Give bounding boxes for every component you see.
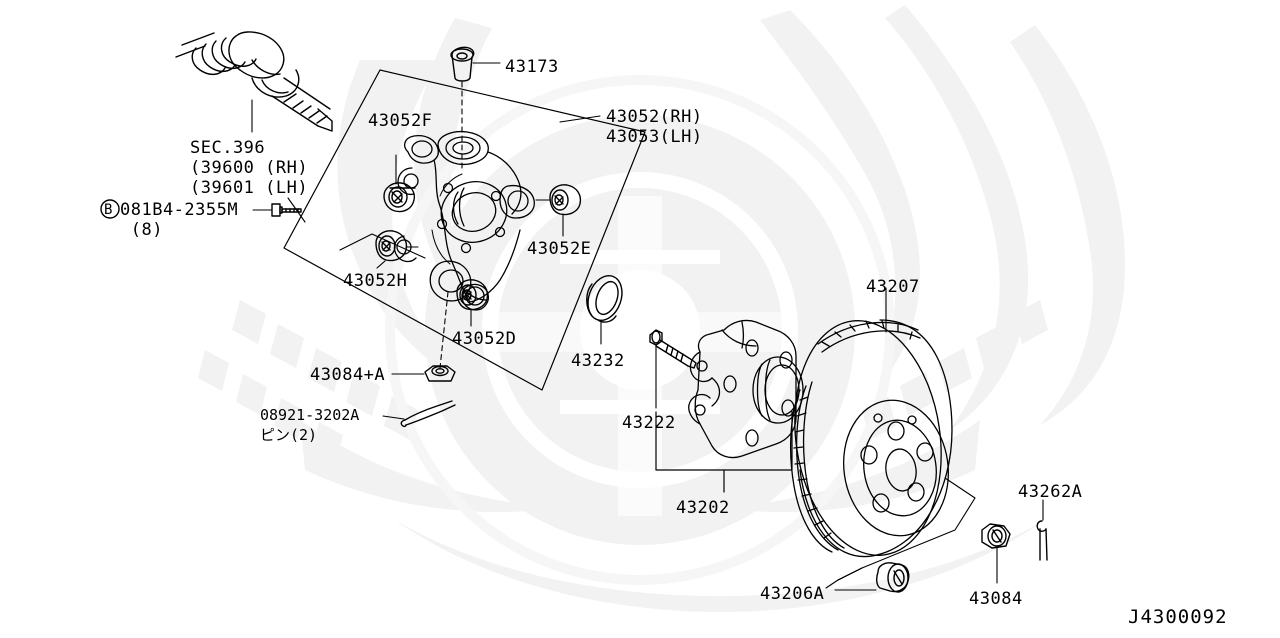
drive-shaft-art xyxy=(175,31,333,133)
label-43052h: 43052H xyxy=(343,271,408,291)
badge-b-letter xyxy=(56,200,67,219)
label-43262a: 43262A xyxy=(1018,482,1083,502)
diagram-id: J4300092 xyxy=(1128,606,1228,628)
label-081b4-2355m: 081B4-2355M (8) xyxy=(120,200,239,240)
label-43207: 43207 xyxy=(866,277,920,297)
label-43052e: 43052E xyxy=(527,239,592,259)
label-43202: 43202 xyxy=(676,498,730,518)
label-43052d: 43052D xyxy=(452,329,517,349)
label-43232: 43232 xyxy=(571,351,625,371)
badge-b-text: B xyxy=(104,202,113,218)
badge-b-circle xyxy=(100,199,120,219)
label-08921-3202a: 08921-3202A ピン(2) xyxy=(260,406,360,444)
label-43173: 43173 xyxy=(505,57,559,77)
label-43084-plus-a: 43084+A xyxy=(310,365,386,385)
bolt-081b4-art xyxy=(252,197,306,223)
label-43206a: 43206A xyxy=(760,584,825,604)
label-43222: 43222 xyxy=(622,413,676,433)
label-43084: 43084 xyxy=(969,589,1023,609)
label-43052f: 43052F xyxy=(368,111,433,131)
label-sec-396: SEC.396 (39600 (RH) (39601 (LH) xyxy=(190,138,309,198)
label-43052-rh-43053-lh: 43052(RH) 43053(LH) xyxy=(606,107,703,147)
